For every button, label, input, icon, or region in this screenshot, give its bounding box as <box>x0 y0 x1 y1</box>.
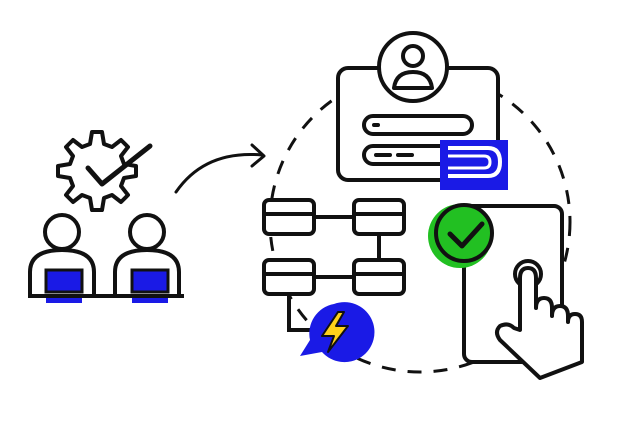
lock-icon <box>440 140 508 190</box>
checkmark-icon <box>85 143 153 187</box>
person-icon <box>113 213 181 296</box>
chat-bubble-icon <box>300 302 375 363</box>
laptop-base <box>132 298 168 303</box>
laptop-base <box>46 298 82 303</box>
team-workers <box>28 213 184 303</box>
laptop-icon <box>130 268 170 294</box>
laptop-icon <box>44 268 84 294</box>
gear-icon <box>56 130 138 212</box>
hand-pointer-icon <box>495 266 584 380</box>
check-badge-icon <box>428 203 494 268</box>
arrow-icon <box>174 143 266 194</box>
lightning-icon <box>321 311 349 353</box>
person-icon <box>28 213 96 296</box>
flowchart-icon <box>262 198 406 332</box>
